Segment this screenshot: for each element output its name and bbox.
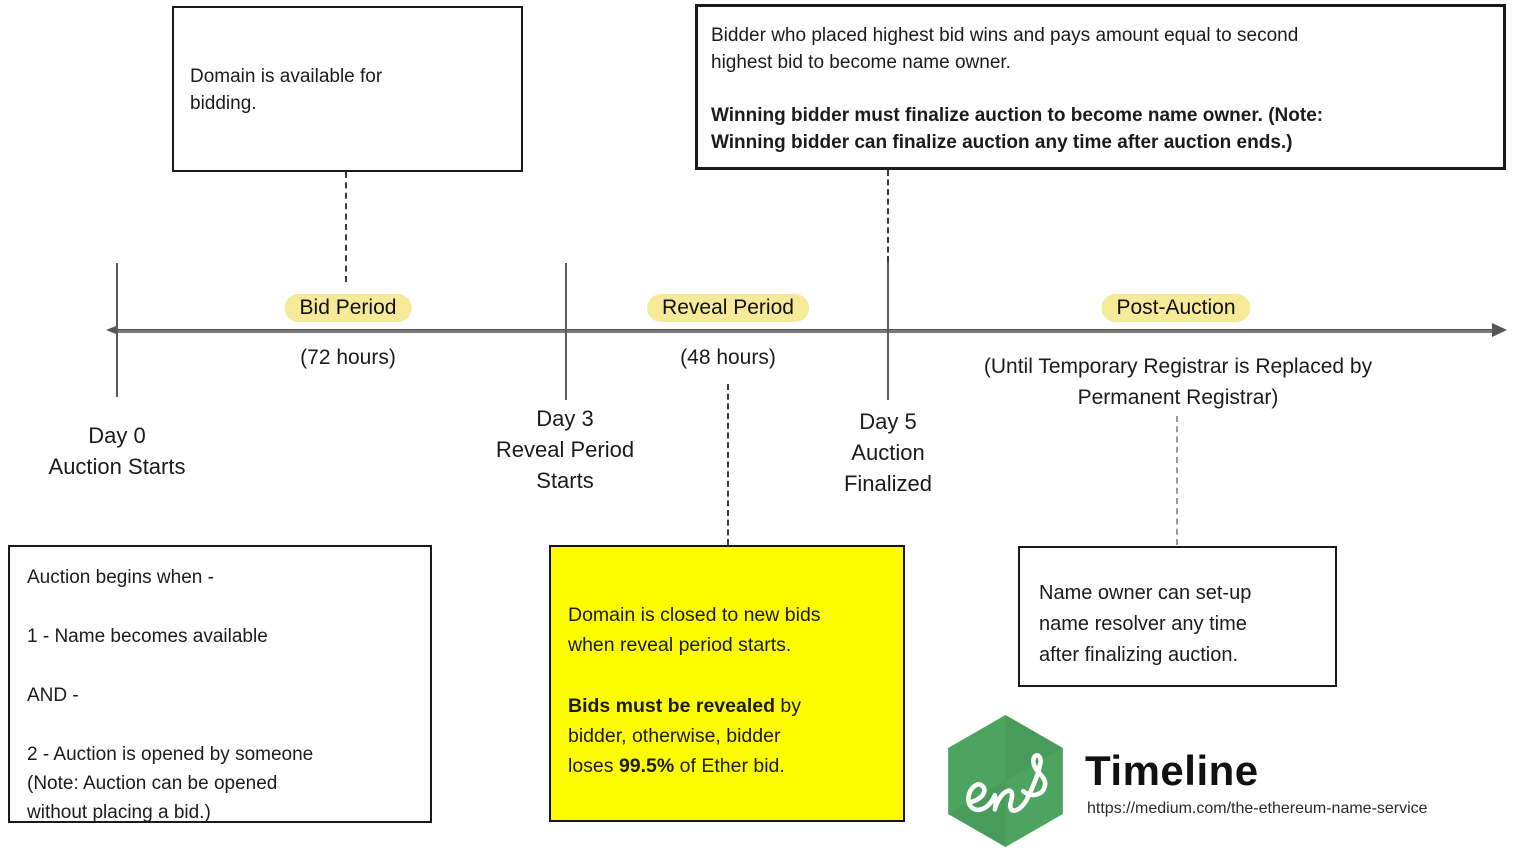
timeline-end-arrow-icon bbox=[1492, 323, 1507, 337]
duration-bid-period: (72 hours) bbox=[300, 346, 396, 369]
phase-label-reveal-period: Reveal Period bbox=[647, 294, 809, 322]
auction-begins-note-box: Auction begins when - 1 - Name becomes a… bbox=[8, 545, 432, 823]
ens-hexagon-icon bbox=[948, 715, 1063, 847]
auction-result-note-box: Bidder who placed highest bid wins and p… bbox=[695, 4, 1506, 170]
timeline-start-arrow bbox=[106, 326, 116, 334]
connector-top-left-box bbox=[345, 172, 347, 282]
diagram-title: Timeline bbox=[1085, 747, 1259, 794]
auction-condition-2: 2 - Auction is opened by someone(Note: A… bbox=[27, 744, 314, 823]
finalize-note-text: Winning bidder must finalize auction to … bbox=[711, 105, 1324, 153]
auction-begins-line: Auction begins when - bbox=[27, 567, 214, 588]
auction-condition-and: AND - bbox=[27, 685, 79, 706]
connector-bottom-right-box bbox=[1176, 416, 1178, 545]
auction-condition-1: 1 - Name becomes available bbox=[27, 626, 268, 647]
auction-result-note-text: Bidder who placed highest bid wins and p… bbox=[711, 25, 1299, 73]
phase-label-bid-period: Bid Period bbox=[284, 294, 412, 322]
phase-label-post-auction: Post-Auction bbox=[1101, 294, 1251, 322]
ens-logo bbox=[948, 715, 1063, 847]
duration-reveal-period: (48 hours) bbox=[680, 346, 776, 369]
connector-top-right-box bbox=[887, 170, 889, 262]
duration-post-auction: (Until Temporary Registrar is Replaced b… bbox=[983, 355, 1373, 409]
tick-day-5 bbox=[887, 262, 889, 400]
tick-day-0 bbox=[116, 263, 118, 397]
timeline-axis bbox=[116, 329, 1496, 333]
tick-day-3 bbox=[565, 263, 567, 400]
connector-reveal-note-box bbox=[727, 384, 729, 545]
source-url-text: https://medium.com/the-ethereum-name-ser… bbox=[1087, 800, 1428, 817]
